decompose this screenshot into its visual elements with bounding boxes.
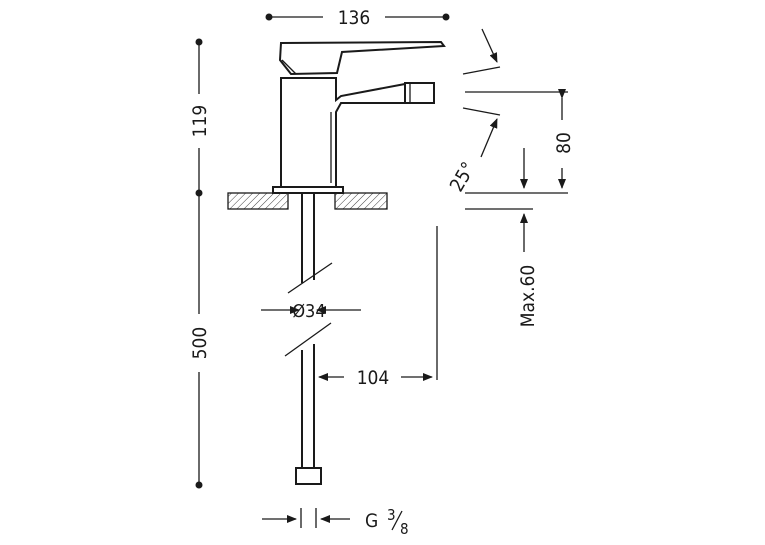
dimension-vertical-total: 119 500 bbox=[189, 38, 211, 489]
dimension-reach-104: 104 bbox=[318, 226, 438, 389]
dimension-diameter-34: Ø34 bbox=[261, 301, 361, 322]
lever-handle bbox=[278, 40, 446, 76]
hose-fitting bbox=[295, 467, 322, 485]
dim-width-label: 136 bbox=[338, 7, 371, 29]
dim-max-deck-label: Max.60 bbox=[517, 265, 539, 328]
countertop-section bbox=[227, 192, 388, 210]
dimension-max-60: Max.60 bbox=[465, 148, 539, 327]
spout-nozzle bbox=[404, 82, 435, 104]
dim-height-upper-label: 119 bbox=[189, 105, 211, 138]
dim-thread-numerator: 3 bbox=[387, 506, 396, 524]
dim-height-lower-label: 500 bbox=[189, 327, 211, 360]
dimension-angle-25: 25° bbox=[446, 28, 501, 196]
angle-label: 25° bbox=[446, 158, 480, 195]
faucet-column bbox=[280, 77, 406, 188]
dim-diameter-label: Ø34 bbox=[292, 301, 325, 322]
dim-reach-label: 104 bbox=[357, 367, 390, 389]
dim-thread-denominator: 8 bbox=[400, 520, 409, 538]
dimension-thread-g38: G 3 8 bbox=[262, 506, 409, 538]
supply-tube bbox=[284, 193, 333, 485]
dim-spout-label: 80 bbox=[553, 132, 575, 154]
dimension-width-136: 136 bbox=[265, 7, 450, 29]
faucet-body bbox=[272, 40, 446, 194]
base-flange bbox=[272, 186, 344, 194]
dimension-spout-80: 80 bbox=[465, 89, 575, 194]
dim-thread-label: G bbox=[365, 510, 378, 532]
